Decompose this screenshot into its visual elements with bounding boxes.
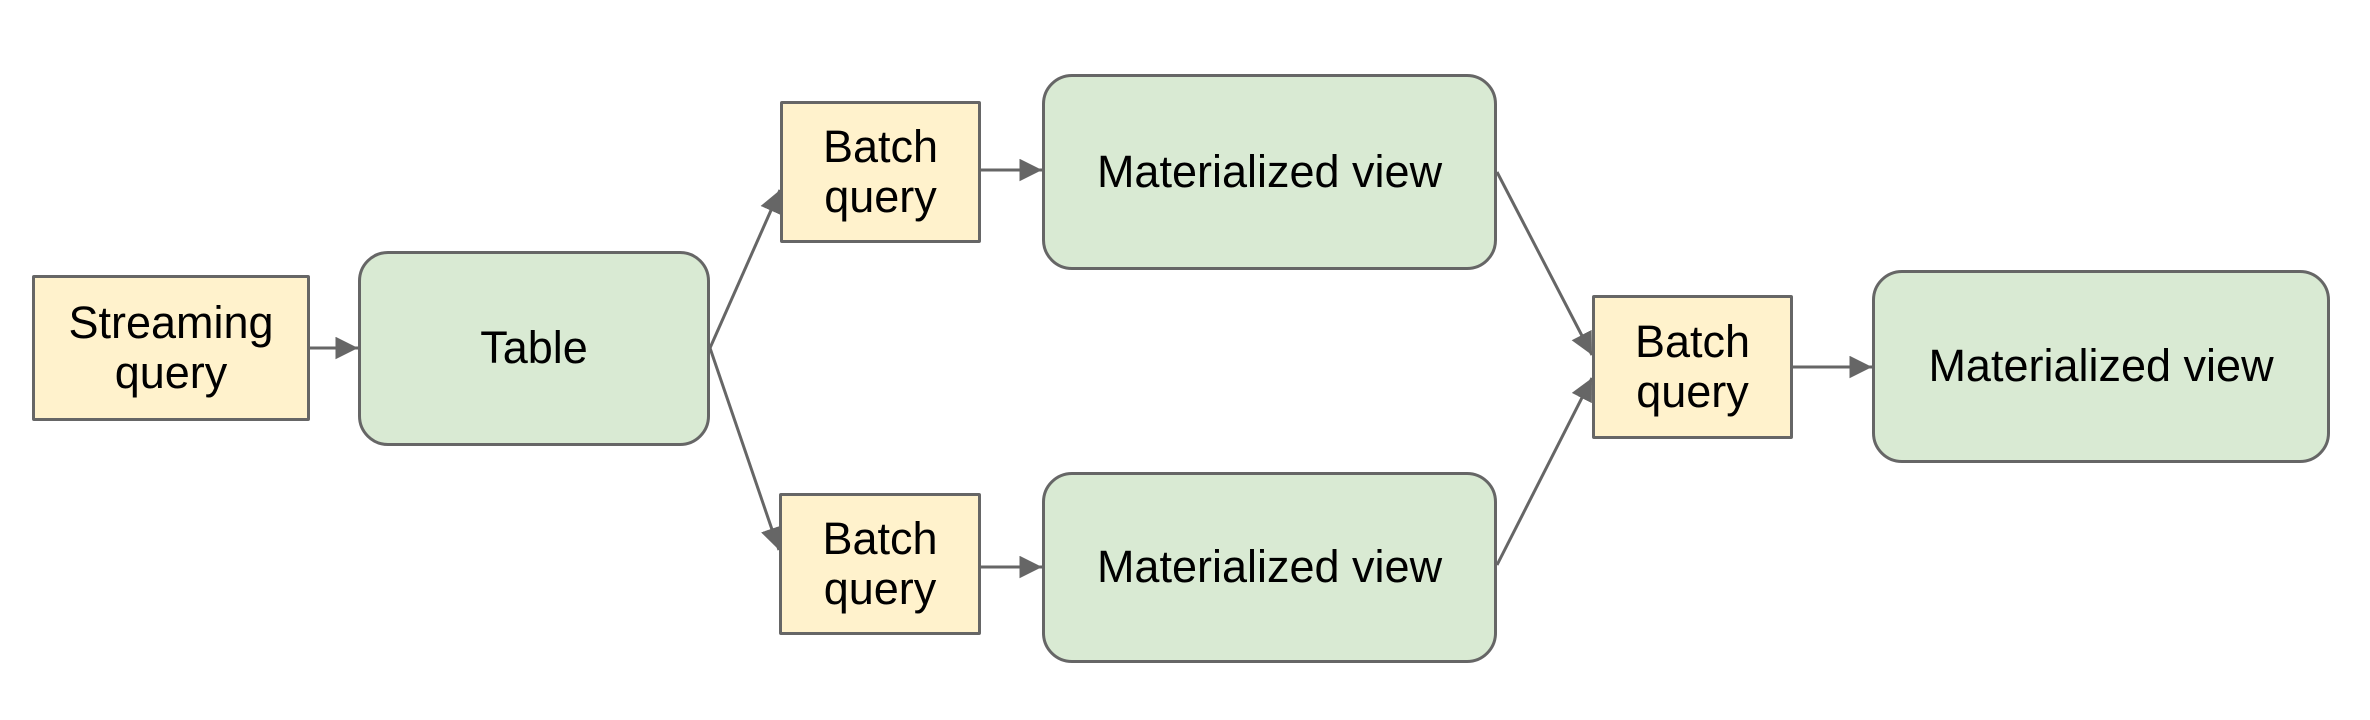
edge-table-to-batch-query-top: [708, 189, 782, 349]
batch-query-bottom-node: Batch query: [779, 493, 981, 635]
node-label: Materialized view: [1928, 340, 2274, 392]
table-node: Table: [358, 251, 710, 446]
edge-table-to-batch-query-bottom: [708, 347, 783, 551]
node-label: Table: [480, 322, 588, 374]
node-label: Batch query: [1634, 315, 1751, 417]
edge-materialized-view-top-to-batch-query-right: [1495, 171, 1594, 356]
node-label: Materialized view: [1096, 541, 1443, 593]
materialized-view-top-node: Materialized view: [1042, 74, 1497, 270]
materialized-view-bottom-node: Materialized view: [1042, 472, 1497, 663]
node-label: Batch query: [822, 512, 938, 614]
batch-query-top-node: Batch query: [780, 101, 981, 243]
edges-group: [310, 158, 1872, 579]
node-label: Materialized view: [1096, 145, 1443, 197]
node-label: Streaming query: [68, 296, 274, 398]
edge-materialized-view-bottom-to-batch-query-right: [1495, 377, 1594, 566]
streaming-query-node: Streaming query: [32, 275, 310, 421]
batch-query-right-node: Batch query: [1592, 295, 1793, 439]
node-label: Batch query: [822, 120, 939, 222]
materialized-view-right-node: Materialized view: [1872, 270, 2330, 463]
